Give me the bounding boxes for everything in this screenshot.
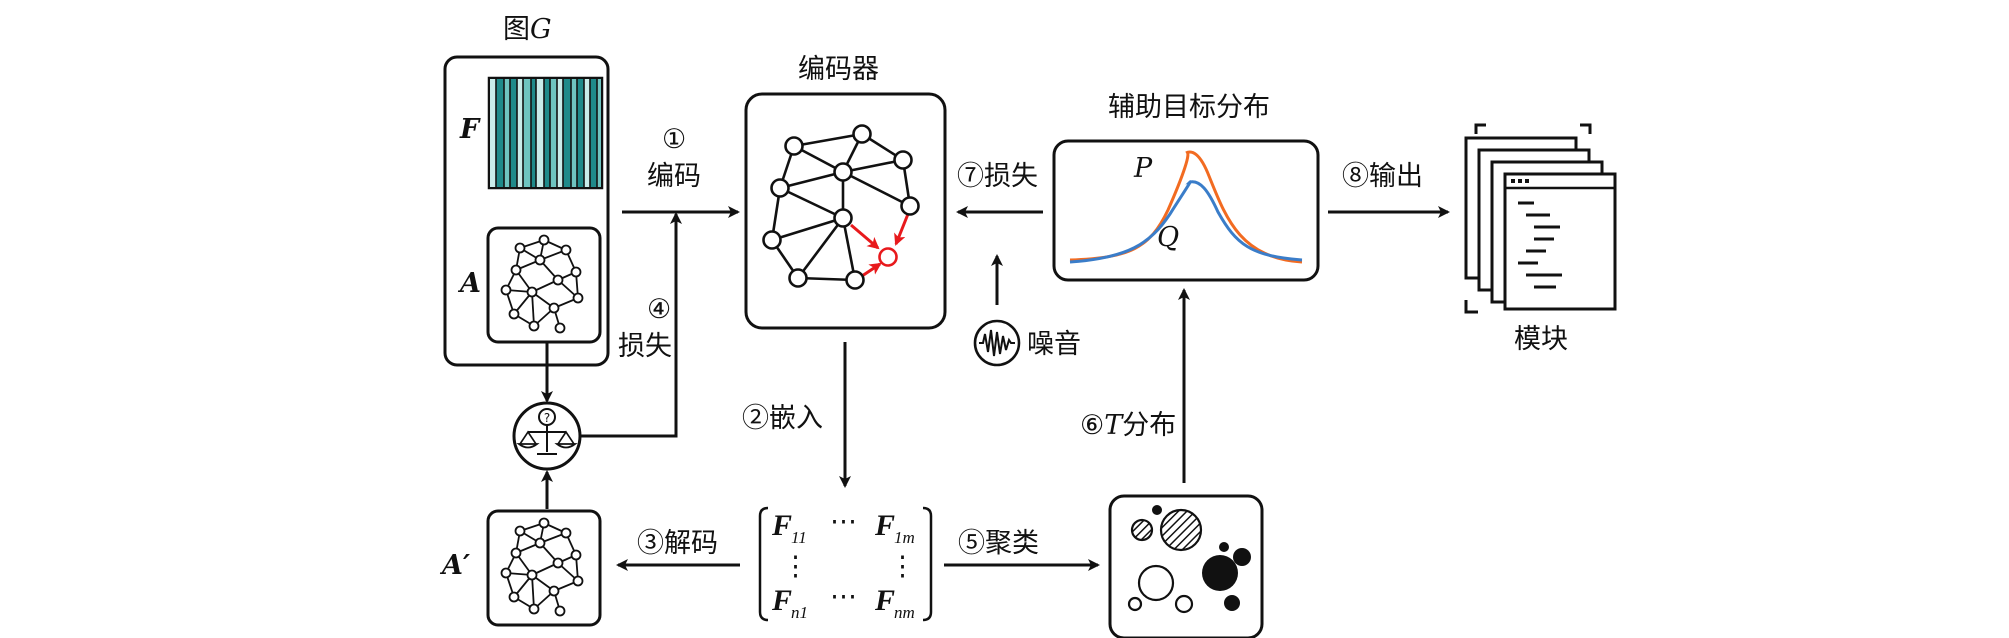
graph-network-icon [500, 517, 584, 617]
step2-label: ②嵌入 [742, 403, 823, 434]
graph-network-icon [500, 234, 584, 334]
step7-label: ⑦损失 [957, 161, 1038, 192]
graph-g-block: 图G F [443, 14, 610, 367]
svg-text:11: 11 [791, 528, 807, 547]
svg-text:F: F [874, 584, 895, 617]
aux-dist-title: 辅助目标分布 [1108, 92, 1270, 123]
encoder-graph [762, 124, 920, 290]
step1-num: ① [662, 124, 686, 155]
svg-text:?: ? [544, 411, 550, 425]
cluster-circles-icon [1127, 505, 1251, 614]
step4-text: 损失 [618, 331, 672, 362]
reconstructed-a-label: A′ [439, 550, 470, 581]
document-stack-icon [1464, 123, 1617, 314]
arrow-balance-loss [580, 212, 682, 438]
svg-text:nm: nm [894, 603, 915, 622]
step8-label: ⑧输出 [1342, 161, 1423, 192]
curve-p-label: P [1133, 153, 1153, 184]
svg-text:F: F [874, 509, 895, 542]
step5-label: ⑤聚类 [958, 528, 1039, 559]
feature-matrix [487, 76, 604, 190]
svg-text:n1: n1 [791, 603, 808, 622]
encoder-title: 编码器 [798, 54, 879, 85]
balance-scale-icon: ? [512, 401, 582, 471]
graph-g-title: 图G [503, 14, 552, 45]
svg-text:1m: 1m [894, 528, 915, 547]
svg-text:⋮: ⋮ [782, 551, 809, 582]
module-label: 模块 [1514, 324, 1568, 355]
svg-text:⋯: ⋯ [830, 506, 857, 537]
svg-text:⋯: ⋯ [830, 581, 857, 612]
adjacency-label: A [457, 268, 481, 299]
step3-label: ③解码 [637, 528, 718, 559]
curve-q-label: Q [1157, 222, 1179, 253]
svg-text:F: F [771, 584, 792, 617]
svg-text:F: F [771, 509, 792, 542]
step4-num: ④ [647, 294, 671, 325]
noise-wave-icon [973, 319, 1021, 367]
curve-q [1069, 180, 1303, 264]
step6-label: ⑥T分布 [1080, 410, 1176, 441]
step1-text: 编码 [647, 161, 701, 192]
feature-matrix-label: F [459, 114, 481, 145]
svg-text:⋮: ⋮ [889, 551, 916, 582]
embedding-matrix: F 11 ⋯ F 1m ⋮ ⋮ F n1 ⋯ F nm [758, 506, 933, 622]
noise-label: 噪音 [1027, 329, 1081, 360]
